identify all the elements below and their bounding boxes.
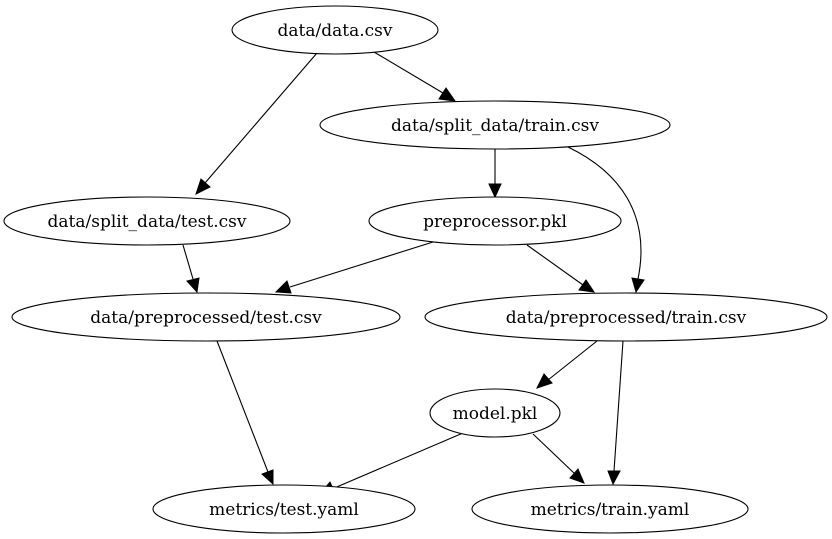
node-label: data/data.csv xyxy=(278,21,393,41)
arrowhead xyxy=(631,277,645,294)
node-ellipse xyxy=(11,292,401,342)
node-pre-train: data/preprocessed/train.csv xyxy=(424,292,828,342)
node-ellipse xyxy=(368,196,622,246)
edge-line xyxy=(331,432,464,490)
edge-line xyxy=(182,244,194,280)
node-pre-test: data/preprocessed/test.csv xyxy=(11,292,401,342)
arrowhead xyxy=(195,178,211,195)
node-split-test: data/split_data/test.csv xyxy=(3,196,291,246)
node-ellipse xyxy=(152,484,416,534)
node-ellipse xyxy=(319,100,671,150)
edge-line xyxy=(526,244,584,286)
arrowhead xyxy=(536,373,553,389)
edge-model-to-metrics_test xyxy=(318,432,464,495)
edge-line xyxy=(216,340,269,473)
node-label: metrics/test.yaml xyxy=(209,500,359,520)
edge-preprocessor-to-pre_test xyxy=(274,241,434,294)
arrowhead xyxy=(488,183,502,199)
nodes: data/data.csv data/split_data/train.csvda… xyxy=(3,5,828,534)
edge-preprocessor-to-pre_train xyxy=(526,244,596,293)
arrowhead xyxy=(578,279,596,293)
edge-line xyxy=(613,340,624,472)
edge-data_csv-to-split_test xyxy=(195,52,318,195)
edge-split_train-to-preprocessor xyxy=(488,149,502,199)
arrowhead xyxy=(607,470,621,486)
node-label: metrics/train.yaml xyxy=(531,500,690,520)
edge-model-to-metrics_train xyxy=(532,433,585,484)
node-metrics-test: metrics/test.yaml xyxy=(152,484,416,534)
node-ellipse xyxy=(3,196,291,246)
node-label: data/split_data/train.csv xyxy=(391,116,599,136)
edge-split_test-to-pre_test xyxy=(182,244,200,294)
node-preprocessor: preprocessor.pkl xyxy=(368,196,622,246)
arrowhead xyxy=(261,469,274,486)
node-label: model.pkl xyxy=(453,404,538,424)
node-label: data/preprocessed/test.csv xyxy=(90,308,322,328)
edge-line xyxy=(532,433,576,475)
node-model: model.pkl xyxy=(429,388,561,438)
edge-line xyxy=(547,340,598,381)
arrowhead xyxy=(186,277,200,294)
node-ellipse xyxy=(471,484,749,534)
node-data-csv: data/data.csv xyxy=(231,5,439,55)
arrowhead xyxy=(438,87,457,102)
edge-pre_test-to-metrics_test xyxy=(216,340,274,486)
node-ellipse xyxy=(424,292,828,342)
arrowhead xyxy=(274,280,292,294)
edge-line xyxy=(567,146,642,280)
edge-line xyxy=(204,52,318,184)
node-metrics-train: metrics/train.yaml xyxy=(471,484,749,534)
edge-split_train-to-pre_train xyxy=(567,146,645,294)
node-label: data/preprocessed/train.csv xyxy=(506,308,747,328)
node-ellipse xyxy=(231,5,439,55)
node-label: data/split_data/test.csv xyxy=(48,212,247,232)
edge-pre_train-to-metrics_train xyxy=(607,340,624,486)
node-split-train: data/split_data/train.csv xyxy=(319,100,671,150)
arrowhead xyxy=(569,468,585,484)
edge-data_csv-to-split_train xyxy=(373,51,457,102)
node-ellipse xyxy=(429,388,561,438)
edges xyxy=(182,51,645,495)
edge-line xyxy=(289,241,434,288)
node-label: preprocessor.pkl xyxy=(423,212,567,232)
edge-pre_train-to-model xyxy=(536,340,598,389)
edge-line xyxy=(373,51,444,94)
